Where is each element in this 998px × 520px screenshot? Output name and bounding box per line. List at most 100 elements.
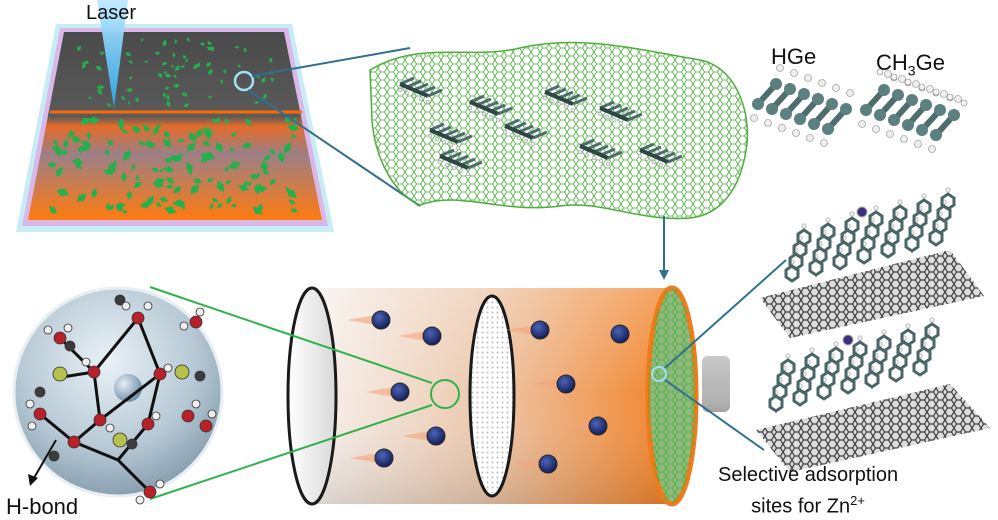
germanene-stack <box>397 76 443 105</box>
graphene-flake <box>237 64 242 68</box>
graphene-flake <box>196 62 201 69</box>
graphene-flake <box>209 203 214 210</box>
graphene-flake <box>135 96 139 103</box>
carbon-atom <box>34 386 46 398</box>
graphene-flake <box>163 71 168 74</box>
laser-label: Laser <box>86 2 137 24</box>
graphene-flake <box>158 72 163 78</box>
germanene-stack <box>467 94 513 123</box>
hydrogen-atom <box>63 323 73 333</box>
selective-line-1: Selective adsorption <box>718 464 899 486</box>
graphene-flake <box>184 58 189 63</box>
germanium-atom <box>822 123 834 135</box>
zinc-ion-particle <box>556 374 576 394</box>
graphene-flake <box>121 210 129 214</box>
oxygen-atom <box>199 419 213 433</box>
oxygen-atom <box>93 413 107 427</box>
germanium-atom <box>874 109 886 121</box>
zn-charge: 2+ <box>850 493 865 508</box>
carbon-atom <box>64 340 76 352</box>
oxygen-atom <box>153 367 167 381</box>
hydrogen-atom <box>833 341 839 347</box>
graphene-flake <box>248 173 260 180</box>
graphene-flake <box>60 149 69 156</box>
graphene-flake <box>207 41 212 46</box>
graphene-flake <box>182 55 187 59</box>
graphene-flake <box>202 140 211 146</box>
hydrogen-atom <box>928 145 936 153</box>
hydrogen-atom <box>886 130 894 138</box>
graphene-flake <box>220 79 224 84</box>
zinc-ion-particle <box>538 454 558 474</box>
germanium-atom <box>934 104 946 116</box>
battery-cylinder <box>286 285 730 507</box>
hydrogen-atom <box>858 120 866 128</box>
graphene-flake <box>203 152 216 161</box>
graphene-flake <box>166 94 170 101</box>
graphene-flake <box>125 52 132 57</box>
graphene-flake <box>159 196 169 203</box>
connector-green-1 <box>149 286 433 384</box>
graphene-flake <box>173 74 177 78</box>
graphene-flake <box>188 131 197 142</box>
hydrogen-atom <box>905 323 911 329</box>
graphene-flake <box>234 45 240 49</box>
germanium-atom <box>906 94 918 106</box>
graphene-flake <box>192 177 203 184</box>
graphene-flake <box>63 138 70 149</box>
hydrogen-atom <box>857 335 863 341</box>
graphene-flake <box>127 101 130 105</box>
graphene-flake <box>228 161 241 170</box>
hydrogen-atom <box>785 353 791 359</box>
graphene-flake <box>284 142 291 154</box>
graphene-flake <box>231 204 237 208</box>
graphene-flake <box>208 68 213 76</box>
graphene-flake <box>192 66 197 70</box>
graphene-flake <box>163 138 172 148</box>
connector-green-2 <box>149 404 433 500</box>
graphene-flake <box>164 206 177 214</box>
graphene-flake <box>126 87 134 93</box>
graphene-flake <box>155 202 162 207</box>
adsorption-structure-top <box>760 187 984 338</box>
hydrogen-atom <box>143 301 153 311</box>
hydrogen-atom <box>135 495 145 505</box>
graphene-flake <box>120 171 128 183</box>
graphene-flake <box>166 100 171 108</box>
graphene-flake <box>49 206 57 214</box>
graphene-flake <box>241 142 253 149</box>
graphene-flake <box>152 180 165 189</box>
zinc-ion-particle <box>371 310 391 330</box>
graphene-flake <box>76 45 82 52</box>
graphene-flake <box>285 186 290 193</box>
graphene-flake <box>87 96 93 100</box>
graphene-flake <box>203 126 208 132</box>
graphene-flake <box>256 75 261 78</box>
oxygen-atom <box>87 365 101 379</box>
zinc-ion-particle <box>610 324 630 344</box>
germanium-atom <box>794 113 806 125</box>
selective-line-2-text: sites for Zn <box>751 495 851 518</box>
graphene-flake <box>70 136 82 143</box>
graphene-flake <box>99 51 105 55</box>
germanium-atom <box>840 103 852 115</box>
graphene-flake <box>135 174 140 182</box>
hydrogen-atom <box>151 411 161 421</box>
graphene-flake <box>142 124 151 132</box>
graphene-flake <box>79 117 91 125</box>
graphene-flake <box>269 178 276 186</box>
connector-anode-1 <box>664 259 787 369</box>
graphene-flake <box>230 132 237 137</box>
hydrogen-atom <box>884 70 892 78</box>
hydrogen-atom <box>897 199 903 205</box>
graphene-flake <box>91 188 98 199</box>
graphene-flake <box>199 42 206 46</box>
graphene-flake <box>164 130 170 139</box>
zinc-ion-particle <box>588 416 608 436</box>
graphene-flake <box>165 184 175 190</box>
graphene-flake <box>76 194 87 202</box>
graphene-flake <box>229 146 234 153</box>
graphene-flake <box>164 158 173 164</box>
graphene-flake <box>121 129 128 134</box>
